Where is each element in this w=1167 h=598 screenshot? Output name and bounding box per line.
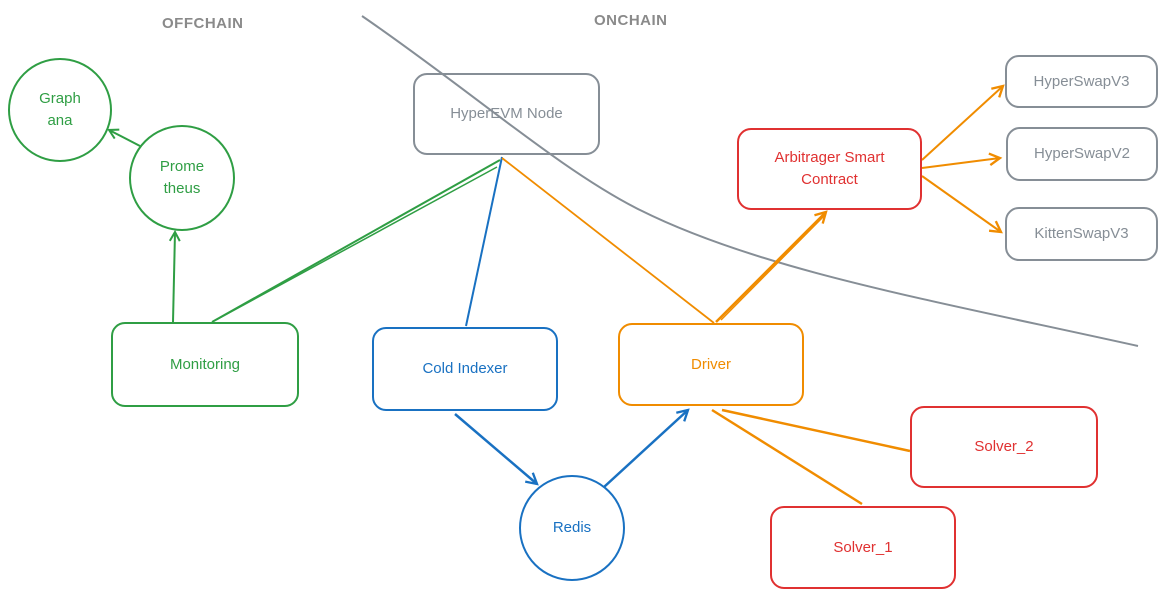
edge-coldindexer-hyperevm [465, 156, 503, 327]
driver-node[interactable]: Driver [618, 323, 804, 406]
edge-driver-arbitrager-2 [720, 215, 825, 321]
edge-coldindexer-redis [454, 413, 537, 484]
edge-driver-arbitrager [715, 212, 826, 323]
offchain-onchain-boundary [361, 15, 1139, 347]
hyperswapv2-node[interactable]: HyperSwapV2 [1006, 127, 1158, 181]
edge-arbitrager-hyperswapv2 [921, 158, 1000, 169]
solver-2-label: Solver_2 [974, 438, 1034, 455]
edge-arbitrager-kittenswapv3 [921, 175, 1001, 232]
grafana-node[interactable]: Graph ana [8, 58, 112, 162]
cold-indexer-node[interactable]: Cold Indexer [372, 327, 558, 411]
edge-redis-driver [603, 410, 688, 488]
edge-prometheus-grafana [109, 130, 141, 147]
hyperevm-label: HyperEVM Node [450, 105, 563, 122]
edge-monitoring-hyperevm [211, 159, 501, 323]
offchain-label: OFFCHAIN [162, 15, 244, 32]
hyperswapv2-label: HyperSwapV2 [1034, 145, 1130, 162]
driver-label: Driver [691, 355, 731, 373]
arbitrager-contract-node[interactable]: Arbitrager Smart Contract [737, 128, 922, 210]
edge-driver-hyperevm [501, 157, 715, 324]
arbitrager-label: Arbitrager Smart Contract [774, 149, 885, 188]
prometheus-node[interactable]: Prome theus [129, 125, 235, 231]
edge-arbitrager-hyperswapv3 [921, 86, 1003, 161]
redis-label: Redis [552, 519, 592, 536]
cold-indexer-label: Cold Indexer [422, 360, 508, 377]
monitoring-label: Monitoring [169, 355, 241, 373]
edge-monitoring-hyperevm-2 [215, 166, 498, 321]
grafana-label: Graph ana [39, 90, 81, 129]
solver-2-node[interactable]: Solver_2 [910, 406, 1098, 488]
hyperswapv3-label: HyperSwapV3 [1033, 72, 1130, 90]
kittenswapv3-label: KittenSwapV3 [1034, 225, 1129, 242]
onchain-label: ONCHAIN [594, 12, 668, 29]
hyperswapv3-node[interactable]: HyperSwapV3 [1005, 55, 1158, 108]
edge-solver2-driver [721, 408, 911, 453]
solver-1-node[interactable]: Solver_1 [770, 506, 956, 589]
kittenswapv3-node[interactable]: KittenSwapV3 [1005, 207, 1158, 261]
prometheus-label: Prome theus [159, 158, 205, 197]
monitoring-node[interactable]: Monitoring [111, 322, 299, 407]
edge-monitoring-prometheus [173, 232, 175, 323]
hyperevm-node[interactable]: HyperEVM Node [413, 73, 600, 155]
solver-1-label: Solver_1 [833, 538, 893, 556]
redis-node[interactable]: Redis [519, 475, 625, 581]
edge-solver1-driver [711, 408, 863, 506]
